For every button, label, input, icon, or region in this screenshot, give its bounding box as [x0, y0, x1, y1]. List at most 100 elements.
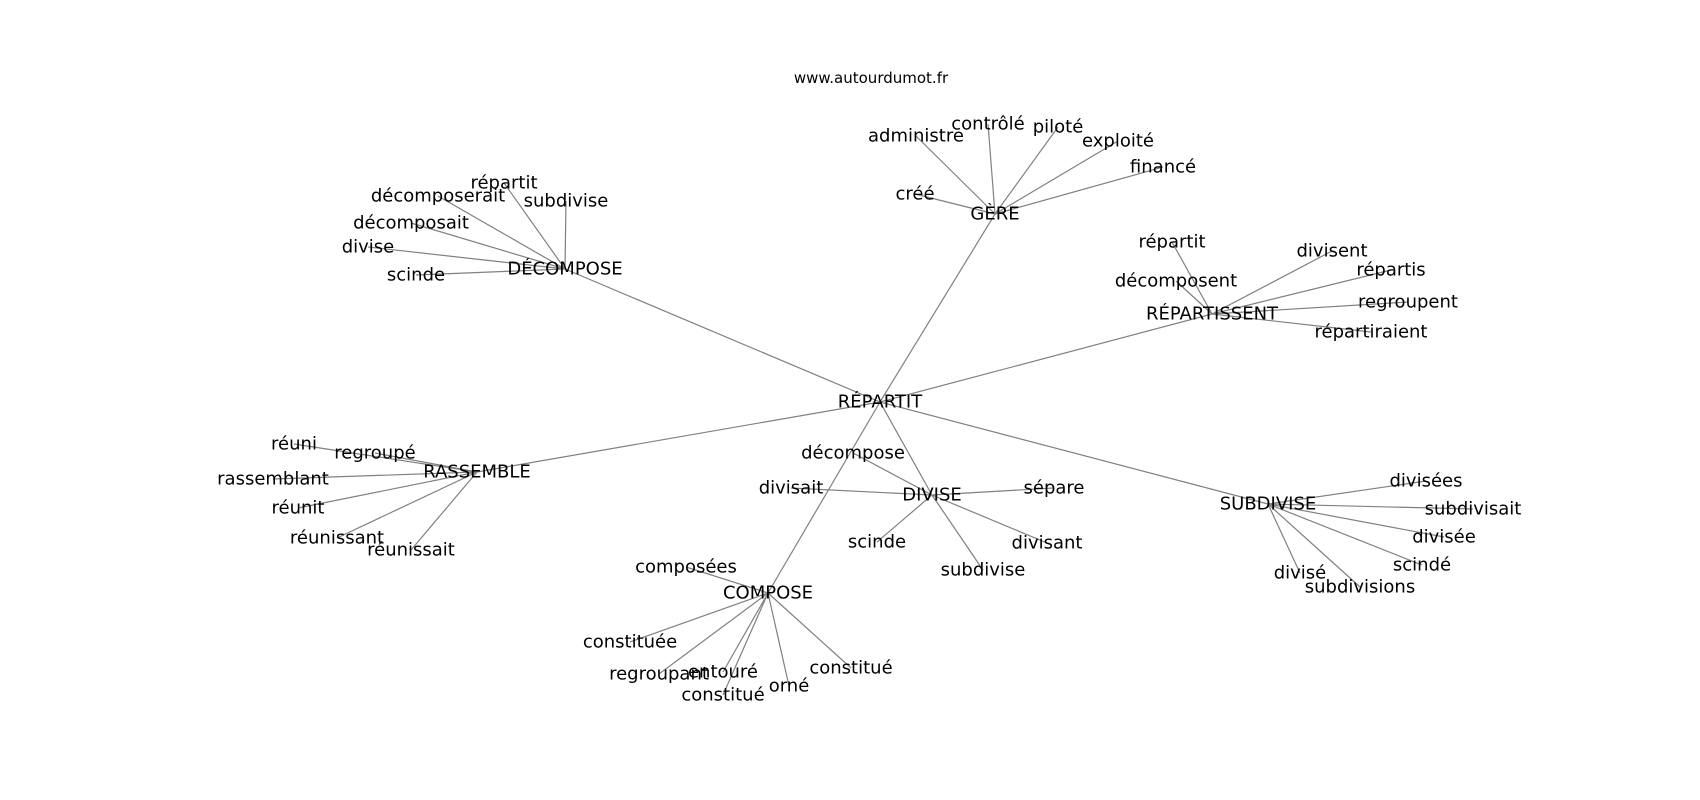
graph-edge: [293, 443, 478, 473]
graph-edge: [503, 182, 566, 270]
graph-edge: [767, 592, 852, 669]
graph-edge: [767, 592, 790, 687]
graph-edge: [914, 193, 996, 215]
leaf-node-label: réunissait: [367, 540, 455, 561]
leaf-node-label: regroupent: [1358, 292, 1458, 313]
graph-edge: [437, 195, 566, 270]
graph-edge: [476, 401, 881, 473]
watermark-text: www.autourdumot.fr: [794, 69, 949, 87]
graph-edge: [876, 494, 933, 543]
graph-edge: [987, 123, 996, 215]
leaf-node-label: composées: [635, 557, 737, 578]
leaf-node-label: subdivise: [524, 191, 609, 212]
graph-edge: [415, 268, 566, 276]
graph-edge: [1267, 503, 1423, 566]
leaf-node-label: divisant: [1012, 533, 1083, 554]
leaf-node-label: scindé: [1393, 555, 1451, 576]
leaf-node-label: décomposent: [1115, 271, 1237, 292]
leaf-node-label: créé: [895, 184, 934, 205]
leaf-node-label: divisent: [1297, 241, 1368, 262]
hub-node-label: RASSEMBLE: [423, 462, 531, 483]
leaf-node-label: sépare: [1024, 478, 1085, 499]
leaf-node-label: réunissant: [290, 528, 384, 549]
graph-edge: [879, 313, 1213, 403]
graph-edge: [722, 592, 769, 696]
leaf-node-label: constitué: [681, 685, 764, 706]
leaf-node-label: piloté: [1033, 117, 1084, 138]
leaf-node-label: contrôlé: [951, 114, 1024, 135]
graph-edge: [994, 166, 1164, 215]
hub-node-label: SUBDIVISE: [1220, 494, 1317, 515]
graph-edge: [931, 487, 1055, 496]
graph-edge: [564, 200, 567, 270]
root-node-label: RÉPARTIT: [838, 391, 923, 413]
graph-edge: [1267, 503, 1445, 538]
leaf-node-label: divise: [342, 237, 395, 258]
graph-edge: [367, 246, 566, 270]
leaf-node-label: subdivisions: [1305, 577, 1415, 598]
hub-node-label: COMPOSE: [723, 583, 813, 604]
leaf-node-label: décomposerait: [371, 186, 505, 207]
leaf-node-label: regroupant: [609, 664, 709, 685]
leaf-node-label: subdivise: [941, 560, 1026, 581]
graph-edge: [1267, 480, 1427, 505]
leaf-node-label: constitué: [809, 658, 892, 679]
leaf-node-label: scinde: [387, 265, 445, 286]
leaf-node-label: décomposait: [353, 213, 469, 234]
graph-edge: [374, 452, 478, 473]
graph-edge: [297, 471, 478, 509]
graph-edge: [658, 592, 769, 675]
leaf-node-label: divisé: [1274, 563, 1327, 584]
graph-edge: [879, 213, 996, 403]
graph-labels: www.autourdumot.fr RÉPARTIT GÈRE administr…: [217, 69, 1521, 706]
leaf-node-label: répartiraient: [1315, 322, 1428, 343]
leaf-node-label: constituée: [583, 632, 677, 653]
hub-node-label: DÉCOMPOSE: [507, 258, 622, 280]
leaf-node-label: répartis: [1356, 260, 1425, 281]
graph-edge: [1175, 280, 1213, 315]
leaf-node-label: subdivisait: [1425, 499, 1522, 520]
leaf-node-label: réuni: [271, 434, 317, 455]
leaf-node-label: réunit: [272, 498, 325, 519]
leaf-node-label: financé: [1130, 157, 1196, 178]
leaf-node-label: répartit: [470, 173, 537, 194]
graph-edge: [994, 140, 1119, 215]
graph-edge: [767, 401, 881, 594]
leaf-node-label: entouré: [688, 662, 758, 683]
graph-edge: [1267, 503, 1301, 574]
leaf-node-label: décompose: [801, 443, 905, 464]
graph-edge: [722, 592, 769, 673]
graph-edge: [931, 494, 1048, 544]
leaf-node-label: rassemblant: [217, 469, 329, 490]
graph-edge: [410, 471, 478, 551]
hub-node-label: RÉPARTISSENT: [1146, 303, 1279, 325]
graph-edge: [564, 268, 881, 403]
leaf-node-label: divisée: [1412, 527, 1476, 548]
graph-edge: [879, 401, 933, 496]
leaf-node-label: administre: [868, 126, 964, 147]
graph-edge: [685, 566, 769, 594]
leaf-node-label: orné: [769, 676, 810, 697]
graph-edge: [1267, 503, 1361, 588]
leaf-node-label: répartit: [1138, 232, 1205, 253]
hub-node-label: GÈRE: [970, 203, 1019, 225]
graph-edge: [852, 452, 933, 496]
graph-edge: [1211, 250, 1333, 315]
graph-edge: [336, 471, 478, 539]
leaf-node-label: divisait: [759, 478, 824, 499]
graph-edge: [272, 471, 478, 480]
graph-edge: [879, 401, 1269, 505]
leaf-node-label: regroupé: [334, 443, 415, 464]
graph-edge: [790, 487, 933, 496]
graph-edge: [915, 135, 996, 215]
graph-edge: [994, 126, 1059, 215]
graph-edge: [931, 494, 984, 571]
graph-edge: [1211, 313, 1372, 333]
graph-edges: [272, 123, 1474, 696]
leaf-node-label: divisées: [1390, 471, 1463, 492]
graph-edge: [1267, 503, 1474, 510]
leaf-node-label: exploité: [1082, 131, 1154, 152]
graph-edge: [410, 222, 566, 270]
leaf-node-label: scinde: [848, 532, 906, 553]
